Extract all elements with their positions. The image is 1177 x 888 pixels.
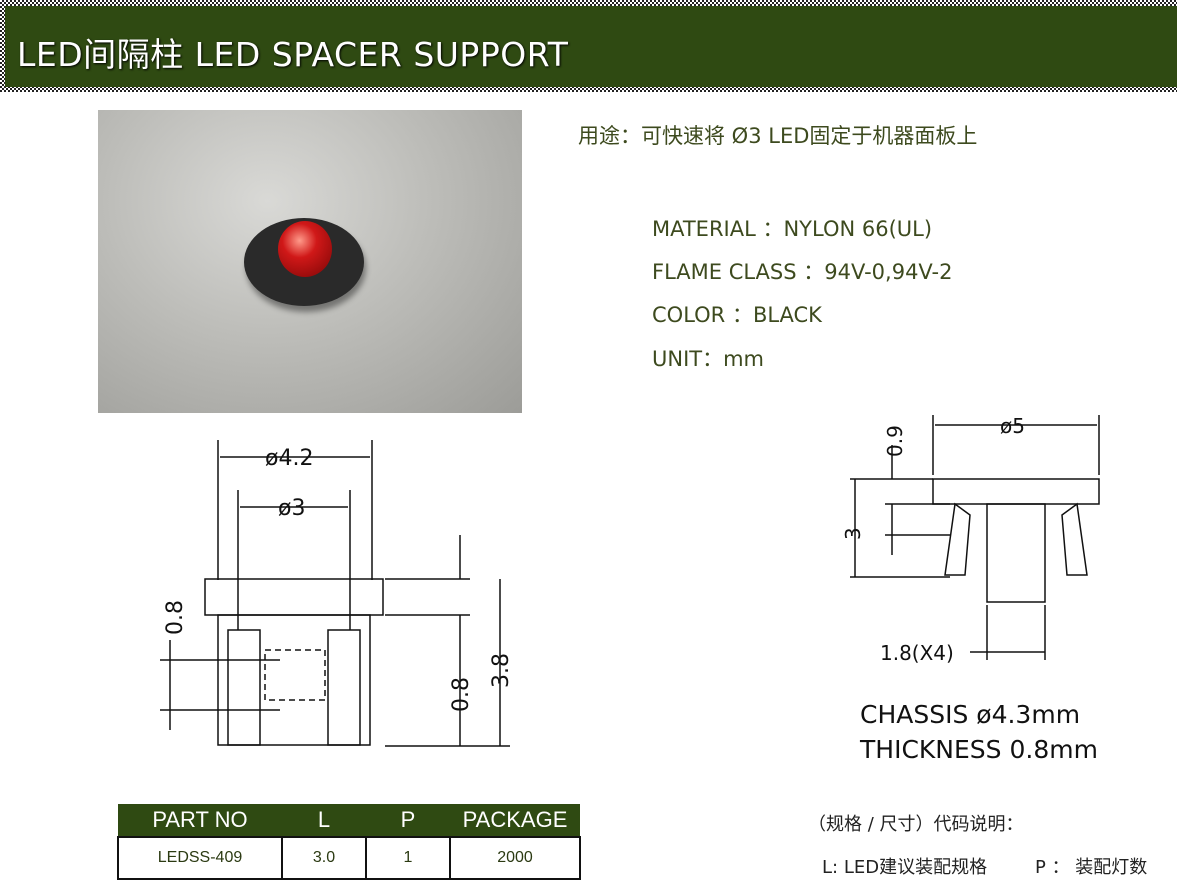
drawing-front-view: ø5 3 0.9 1.8(X4) CHASSIS ø4.3mm THICKNES… [841, 414, 1100, 764]
dim-leg-width: 1.8(X4) [880, 641, 954, 665]
usage-text: 用途：可快速将 Ø3 LED固定于机器面板上 [578, 124, 978, 148]
dim-total-height: 3.8 [489, 653, 514, 688]
dim-flange-height: 0.9 [883, 425, 907, 457]
cell-part-no: LEDSS-409 [117, 836, 283, 880]
spec-flame-class: FLAME CLASS ：94V-0,94V-2 [652, 260, 953, 284]
cell-l: 3.0 [281, 836, 367, 880]
dim-inner-diameter: ø3 [278, 496, 305, 521]
code-note-p: P ： 装配灯数 [1035, 857, 1148, 878]
part-table: PART NO L P PACKAGE LEDSS-409 3.0 1 2000 [117, 804, 581, 880]
table-header-row: PART NO L P PACKAGE [118, 804, 580, 837]
spec-material: MATERIAL ：NYLON 66(UL) [652, 217, 933, 241]
col-l: L [282, 804, 366, 837]
product-photo [98, 110, 522, 413]
table-row: LEDSS-409 3.0 1 2000 [117, 836, 581, 880]
thickness-spec: THICKNESS 0.8mm [859, 735, 1098, 764]
drawing-side-view: ø4.2 ø3 0.8 0.8 3.8 [160, 440, 514, 747]
cell-package: 2000 [449, 836, 581, 880]
dim-top-height: 0.8 [163, 600, 188, 635]
page-title: LED间隔柱 LED SPACER SUPPORT [17, 35, 569, 74]
col-package: PACKAGE [450, 804, 580, 837]
cell-p: 1 [365, 836, 451, 880]
dim-body-height: 3 [841, 527, 865, 540]
red-led [278, 221, 332, 277]
code-note-l: L: LED建议装配规格 [822, 857, 988, 878]
dim-outer-diameter: ø4.2 [265, 446, 313, 471]
dim-mid-height: 0.8 [449, 677, 474, 712]
chassis-spec: CHASSIS ø4.3mm [860, 700, 1080, 729]
spec-unit: UNIT：mm [652, 347, 765, 371]
dim-top-diameter: ø5 [1000, 414, 1025, 438]
header-bar: LED间隔柱 LED SPACER SUPPORT [5, 6, 1177, 87]
code-note-title: （规格 / 尺寸）代码说明： [808, 814, 1024, 835]
col-p: P [366, 804, 450, 837]
spec-color: COLOR ：BLACK [652, 303, 822, 327]
col-part-no: PART NO [118, 804, 282, 837]
